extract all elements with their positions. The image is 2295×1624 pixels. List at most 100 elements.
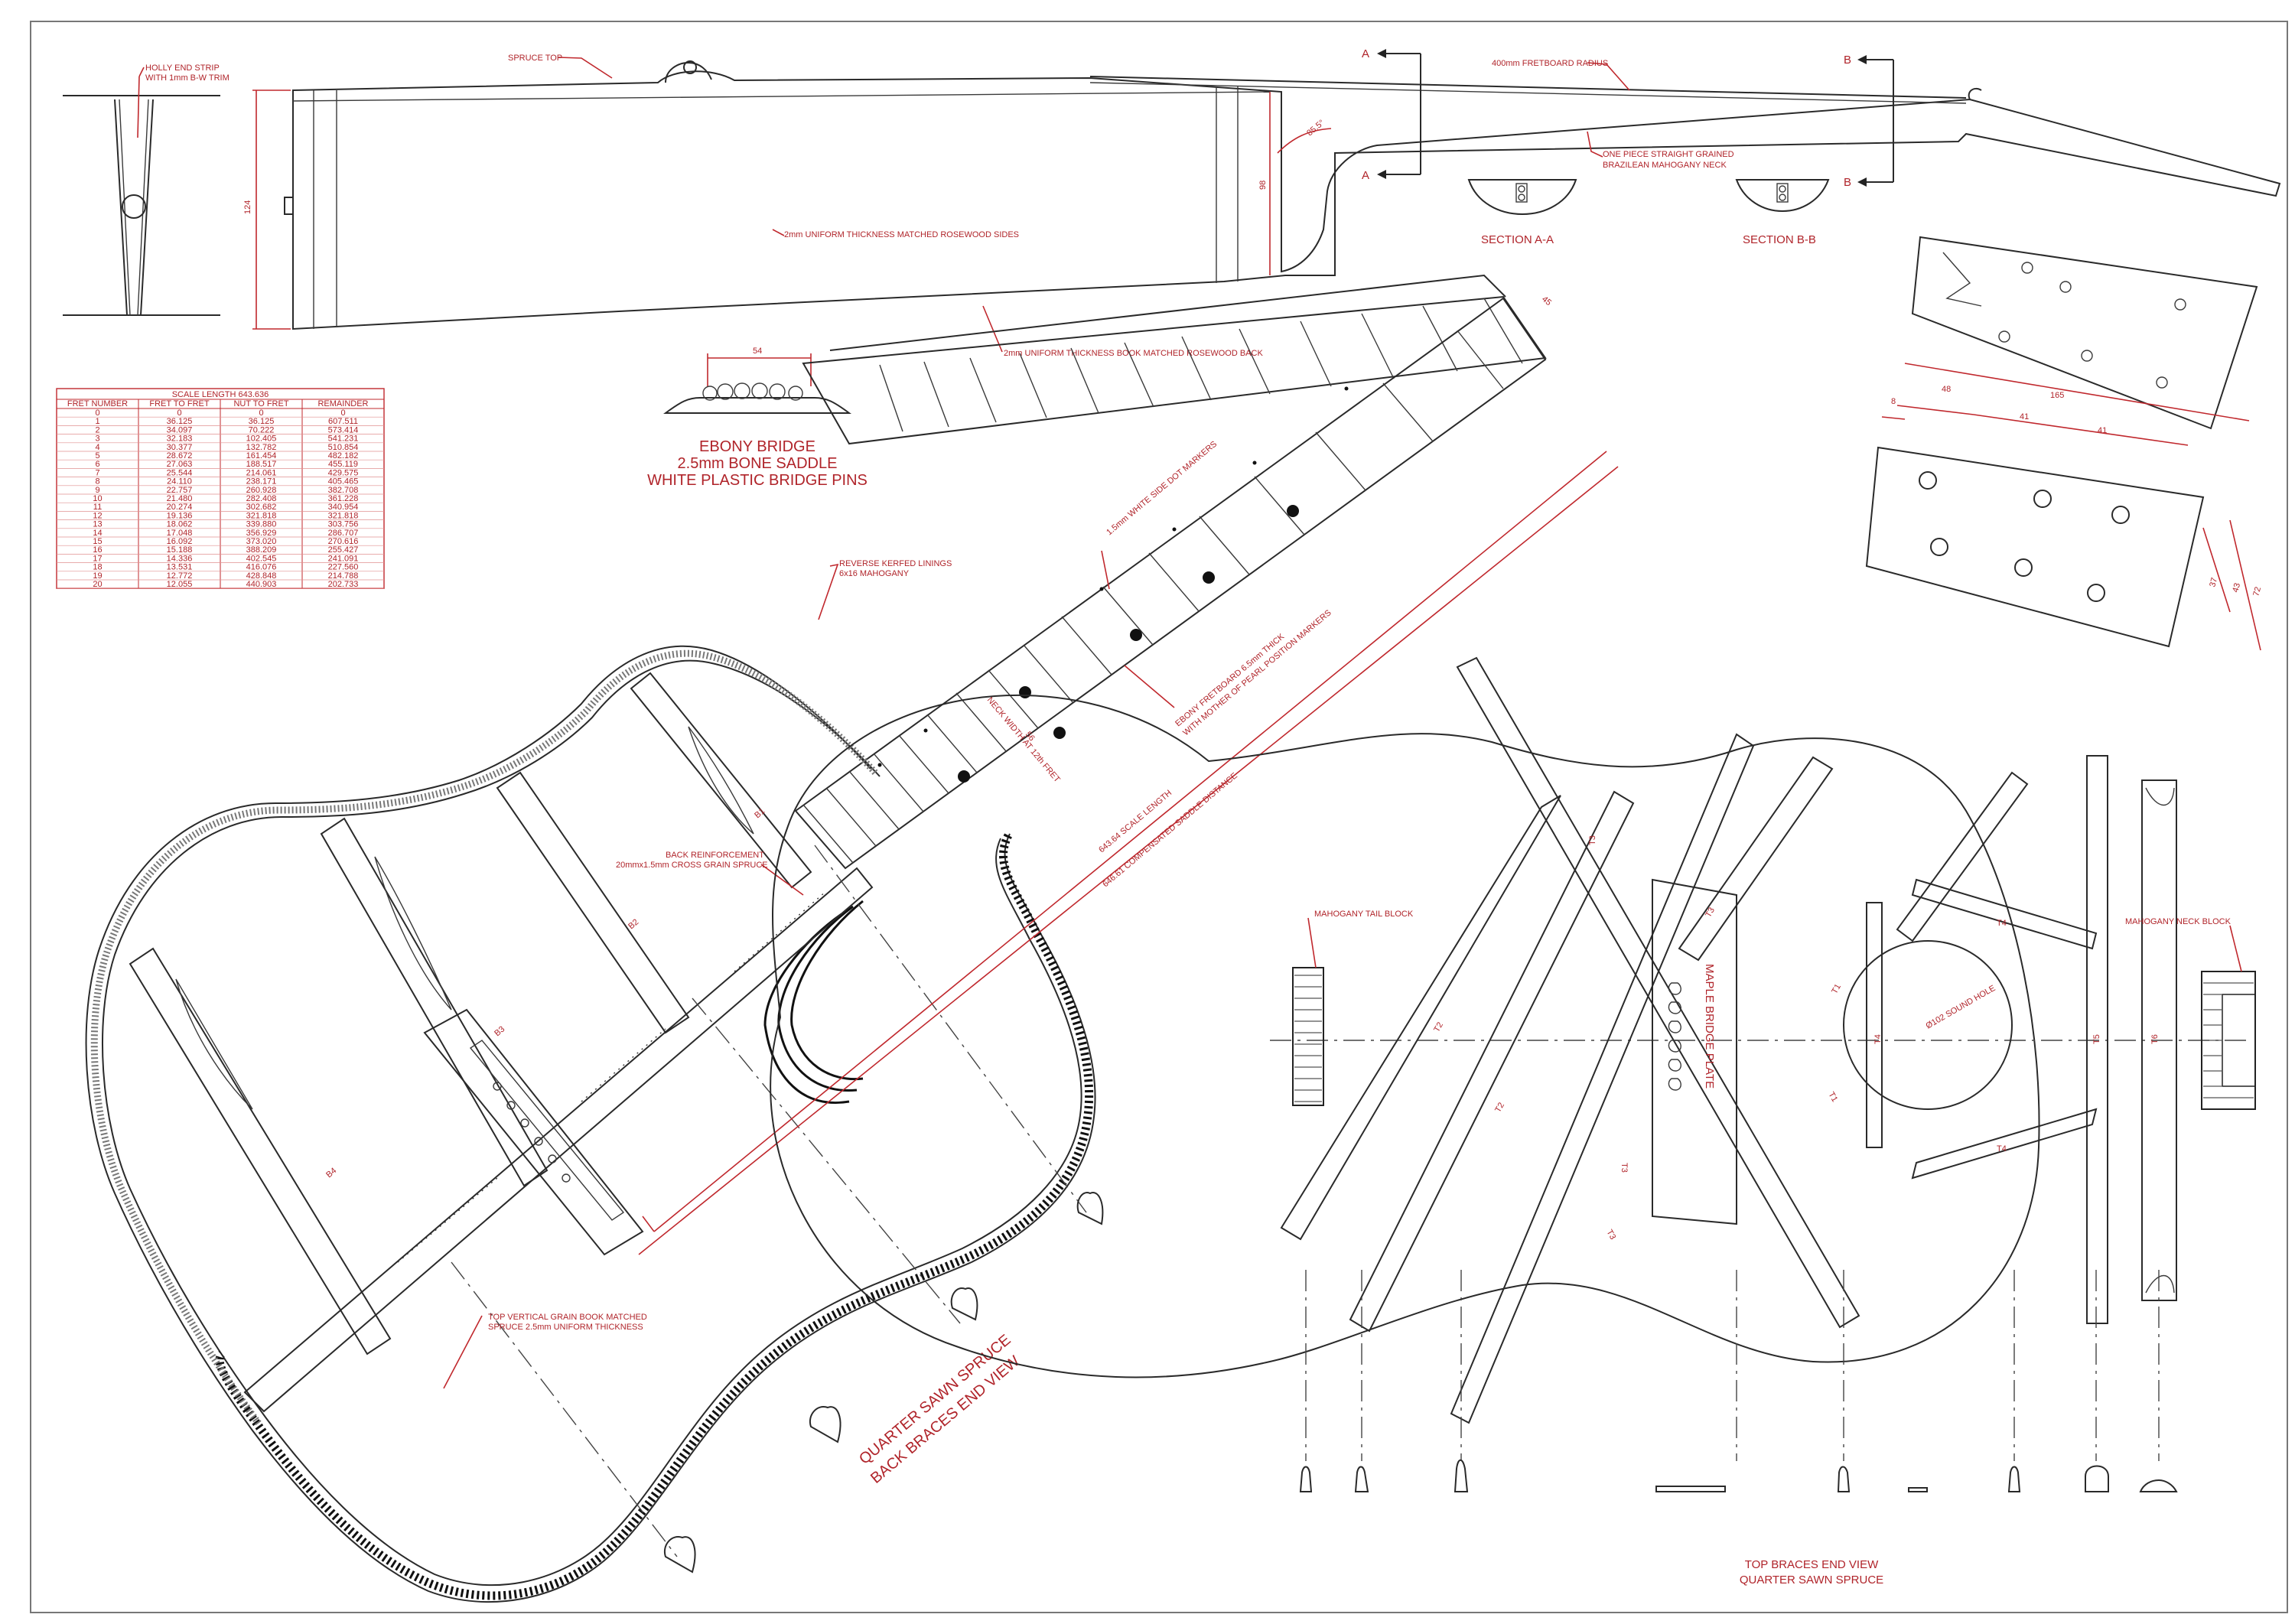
scale-table-cell: 36.125 [167, 417, 193, 426]
scale-table-cell: 20 [93, 580, 102, 589]
quarter-sawn-1: QUARTER SAWN SPRUCE [856, 1332, 1014, 1468]
t5: T5 [2092, 1034, 2101, 1044]
scale-table-cell: 3 [95, 434, 99, 444]
scale-table-cell: 0 [95, 408, 99, 418]
scale-table-cell: 1 [95, 417, 99, 426]
scale-table-cell: 0 [340, 408, 345, 418]
scale-table-cell: 270.616 [328, 537, 359, 546]
scale-table-cell: 6 [95, 460, 99, 469]
scale-table-cell: 238.171 [246, 477, 277, 487]
t4-c: T4 [1873, 1034, 1883, 1044]
t1-b: T1 [1826, 1091, 1839, 1104]
scale-table-cell: 416.076 [246, 563, 277, 572]
headstock-dim-72: 72 [2251, 586, 2263, 597]
angle-dim: 85.5° [1305, 119, 1326, 138]
scale-table-cell: 17 [93, 554, 102, 563]
scale-table-header: FRET TO FRET [149, 399, 210, 408]
back-reinf-2: 20mmx1.5mm CROSS GRAIN SPRUCE [616, 861, 768, 870]
scale-table-cell: 429.575 [328, 468, 359, 477]
bridge-line1: EBONY BRIDGE [699, 438, 815, 455]
t4-b: T4 [1997, 1144, 2007, 1154]
linings-note-1: REVERSE KERFED LININGS [839, 559, 952, 568]
scale-table-cell: 339.880 [246, 520, 277, 529]
sound-hole-label: Ø102 SOUND HOLE [1925, 984, 1997, 1031]
scale-table-cell: 10 [93, 494, 102, 503]
fretboard-outline [802, 295, 1547, 445]
top-body-outline [770, 694, 2040, 1378]
scale-table-cell: 18.062 [167, 520, 193, 529]
t2-a: T2 [1432, 1020, 1445, 1033]
scale-table-cell: 25.544 [167, 468, 193, 477]
scale-table-cell: 12.772 [167, 571, 193, 581]
scale-table-cell: 13 [93, 520, 102, 529]
headstock-dim-41a: 41 [2020, 412, 2029, 421]
scale-table-cell: 373.020 [246, 537, 277, 546]
scale-table-cell: 24.110 [167, 477, 192, 487]
scale-table-cell: 12 [93, 511, 102, 520]
t4-a: T4 [1997, 919, 2007, 928]
back-reinf-1: BACK REINFORCEMENT [666, 851, 764, 860]
bridge-detail: 54 EBONY BRIDGE 2.5mm BONE SADDLE WHITE … [647, 347, 868, 489]
scale-table-title: SCALE LENGTH 643.636 [172, 390, 269, 399]
scale-table-cell: 14.336 [167, 554, 193, 563]
scale-table-cell: 30.377 [167, 443, 193, 452]
scale-table-cell: 11 [93, 503, 102, 512]
scale-table-cell: 361.228 [328, 494, 359, 503]
spruce-top-label: SPRUCE TOP [508, 54, 562, 63]
sides-note: 2mm UNIFORM THICKNESS MATCHED ROSEWOOD S… [784, 230, 1019, 239]
scale-table-cell: 321.818 [246, 511, 277, 520]
body-side-outline [292, 70, 2281, 330]
headstock-views: 165 48 8 41 41 37 43 72 [1865, 236, 2263, 651]
fretboard-note-2: WITH MOTHER OF PEARL POSITION MARKERS [1181, 608, 1333, 737]
scale-table-cell: 27.063 [167, 460, 193, 469]
scale-table-cell: 440.903 [246, 580, 277, 589]
t1-a: T1 [1830, 982, 1843, 995]
linings-note-2: 6x16 MAHOGANY [839, 569, 910, 578]
section-b-bottom: B [1844, 176, 1851, 189]
nut-dim-45: 45 [1540, 295, 1553, 308]
scale-table-cell: 14 [93, 529, 102, 538]
scale-table-cell: 282.408 [246, 494, 277, 503]
quarter-sawn-2: BACK BRACES END VIEW [868, 1352, 1023, 1487]
scale-table-cell: 16.092 [167, 537, 193, 546]
scale-table-cell: 303.756 [328, 520, 359, 529]
scale-table-cell: 7 [95, 468, 99, 477]
scale-table-cell: 20.274 [167, 503, 193, 512]
t3-c: T3 [1620, 1163, 1629, 1173]
dim-98: 98 [1258, 181, 1268, 190]
scale-table-cell: 15.188 [167, 545, 193, 555]
back-braces [129, 672, 874, 1413]
scale-table-header: REMAINDER [317, 399, 368, 408]
scale-table-cell: 132.782 [246, 443, 277, 452]
fretboard-radius-label: 400mm FRETBOARD RADIUS [1492, 59, 1608, 68]
section-b-top: B [1844, 54, 1851, 67]
brace-b3: B3 [493, 1024, 506, 1038]
back-body-outline [85, 645, 1096, 1603]
scale-table-cell: 405.465 [328, 477, 359, 487]
scale-length-dim: 643.64 SCALE LENGTH [1097, 789, 1174, 855]
headstock-dim-41b: 41 [2098, 426, 2107, 435]
t6: T6 [2150, 1034, 2160, 1044]
neck-note-1: ONE PIECE STRAIGHT GRAINED [1603, 150, 1734, 159]
scale-table-cell: 19 [93, 571, 102, 581]
bridge-dim-54: 54 [753, 347, 762, 356]
scale-table-cell: 15 [93, 537, 102, 546]
neck-note-2: BRAZILEAN MAHOGANY NECK [1603, 161, 1727, 170]
scale-table-cell: 255.427 [328, 545, 359, 555]
scale-table-cell: 36.125 [249, 417, 275, 426]
top-note-2: SPRUCE 2.5mm UNIFORM THICKNESS [488, 1323, 643, 1332]
fretboard-frets [879, 298, 1523, 432]
bridge-plate-label: MAPLE BRIDGE PLATE [1703, 964, 1716, 1089]
scale-table-cell: 70.222 [249, 425, 275, 434]
scale-table-cell: 0 [259, 408, 263, 418]
scale-table-cell: 202.733 [328, 580, 359, 589]
neck-block-label: MAHOGANY NECK BLOCK [2125, 917, 2232, 926]
scale-table-header: NUT TO FRET [233, 399, 288, 408]
scale-table-cell: 214.061 [246, 468, 277, 477]
scale-table-cell: 161.454 [246, 451, 277, 461]
section-markers: A A B B [1362, 47, 1894, 189]
scale-table-cell: 5 [95, 451, 99, 461]
scale-table-cell: 19.136 [167, 511, 193, 520]
dim-124: 124 [243, 200, 252, 214]
